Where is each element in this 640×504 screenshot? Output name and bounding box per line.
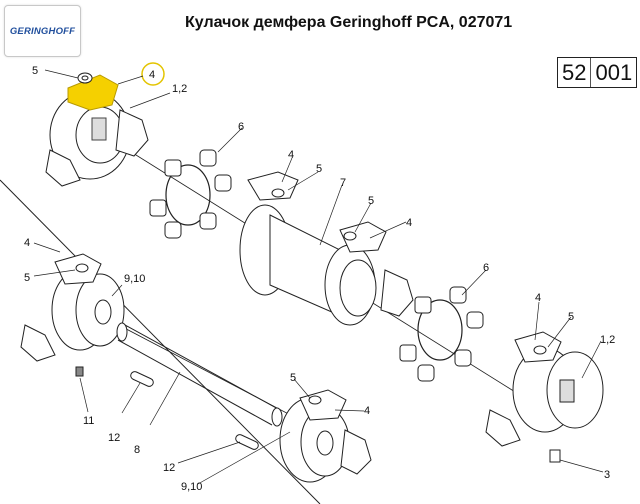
label-part-4: 4	[288, 149, 294, 161]
elastic-star-6-right	[399, 286, 484, 382]
page-reference-box: 52 001	[557, 57, 638, 88]
shaft-8	[116, 322, 283, 427]
hub-left-9-10	[20, 253, 125, 377]
label-part-7: 7	[340, 177, 346, 189]
label-part-5: 5	[290, 372, 296, 384]
logo-text: GERINGHOFF	[9, 25, 76, 37]
label-part-4: 4	[364, 405, 370, 417]
label-part-4: 4	[535, 292, 541, 304]
middle-assembly-7	[239, 171, 414, 326]
cam-part-4-highlighted[interactable]	[67, 74, 119, 111]
label-part-4-highlighted: 4	[149, 69, 155, 81]
label-part-1-2: 1,2	[600, 334, 615, 346]
elastic-star-6-top	[149, 149, 232, 239]
screw-5-top-left	[77, 72, 93, 84]
label-part-3: 3	[604, 469, 610, 481]
hub-right	[485, 331, 604, 463]
hub-bottom-9-10	[279, 389, 372, 483]
group-number: 52	[562, 60, 587, 85]
label-part-6: 6	[238, 121, 244, 133]
label-part-5: 5	[32, 65, 38, 77]
label-part-4: 4	[406, 217, 412, 229]
label-part-12: 12	[163, 462, 175, 474]
key-12-a	[130, 371, 154, 387]
label-part-4: 4	[24, 237, 30, 249]
label-part-9-10: 9,10	[181, 481, 202, 493]
label-part-12: 12	[108, 432, 120, 444]
label-part-6: 6	[483, 262, 489, 274]
diagram-divider-line	[0, 179, 321, 504]
page-number: 001	[590, 58, 636, 87]
hub-top-left	[45, 90, 149, 187]
label-part-5: 5	[316, 163, 322, 175]
label-part-11: 11	[83, 415, 94, 427]
label-part-9-10: 9,10	[124, 273, 145, 285]
label-part-5: 5	[368, 195, 374, 207]
key-12-b	[235, 434, 259, 450]
geringhoff-logo: GERINGHOFF	[4, 5, 81, 57]
label-part-5: 5	[568, 311, 574, 323]
page-title: Кулачок демфера Geringhoff PCA, 027071	[185, 14, 513, 31]
label-part-1-2: 1,2	[172, 83, 187, 95]
label-part-8: 8	[134, 444, 140, 456]
label-part-5: 5	[24, 272, 30, 284]
highlight-circle	[141, 62, 165, 86]
